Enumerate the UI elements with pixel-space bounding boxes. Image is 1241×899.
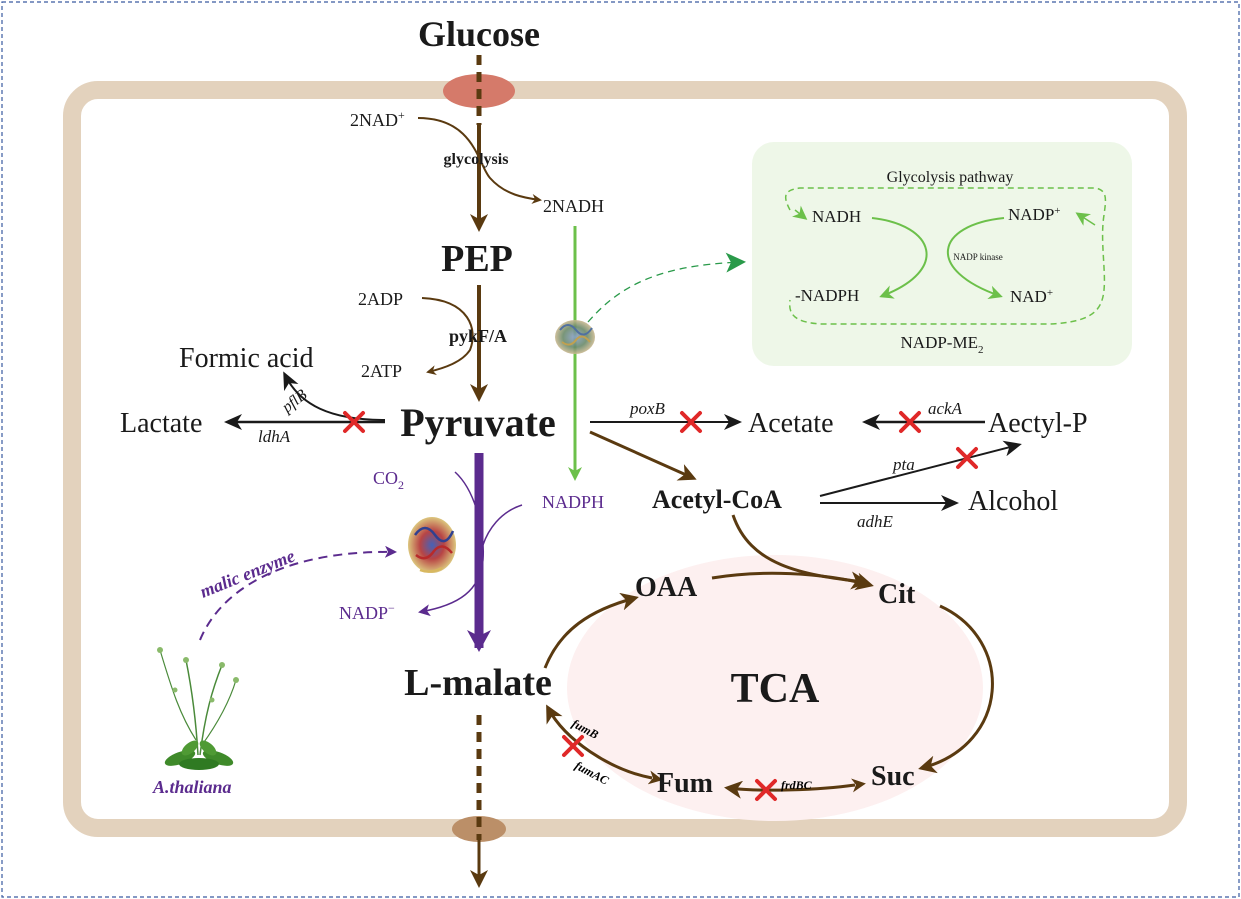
gene-frdbc: frdBC [781, 778, 813, 792]
knockout-fum-icon [562, 735, 584, 757]
malate-to-oaa-arrow [543, 592, 639, 669]
panel-kinase: NADP kinase [953, 252, 1002, 262]
gene-ldha: ldhA [258, 427, 291, 446]
co2-label: CO2 [373, 468, 404, 492]
malic-enzyme-arrow [199, 545, 397, 641]
nadp-to-nad-arrow [947, 217, 1005, 300]
glucose-label: Glucose [418, 14, 540, 54]
panel-nad: NAD+ [1010, 287, 1053, 306]
l-malate-label: L-malate [404, 662, 552, 704]
oaa-to-cit-arrow [711, 571, 874, 591]
enzyme-to-panel-arrow [587, 252, 746, 323]
panel-nadp: NADP+ [1008, 205, 1061, 224]
acetyl-p-label: Aectyl-P [988, 408, 1088, 439]
acetyl-coa-label: Acetyl-CoA [652, 485, 782, 514]
nadph-label: NADPH [542, 492, 604, 512]
panel-nadp-arrowhead [1075, 212, 1096, 226]
cit-label: Cit [878, 579, 916, 610]
nadp-me-protein-icon [555, 320, 595, 354]
glycolysis-label: glycolysis [444, 151, 509, 168]
pyruvate-to-acetylcoa-arrow [589, 430, 697, 481]
knockout-ldha-pflb-icon [343, 411, 365, 433]
lactate-label: Lactate [120, 408, 202, 439]
suc-label: Suc [871, 761, 915, 792]
malic-enzyme-protein-icon [408, 517, 456, 573]
tca-cycle-area [567, 555, 983, 821]
pyruvate-label: Pyruvate [400, 400, 556, 445]
gene-pflb: pflB [278, 386, 310, 417]
malate-exporter [452, 816, 506, 842]
nadph-to-nadp-arrow [418, 471, 484, 617]
nadp-label: NADP− [339, 601, 395, 623]
gene-pta: pta [892, 455, 915, 474]
nadh-to-nadph-arrow [871, 217, 928, 299]
panel-title: Glycolysis pathway [887, 169, 1014, 186]
nad-to-nadh-arrow [417, 117, 542, 204]
nadph-regeneration-panel [752, 142, 1132, 366]
pykfa-label: pykF/A [449, 326, 507, 346]
panel-bottom-label: NADP-ME2 [901, 333, 984, 356]
gene-adhe: adhE [857, 512, 894, 531]
acetate-label: Acetate [748, 408, 834, 439]
pyruvate-to-formic-arrow [283, 371, 386, 421]
malic-enzyme-label: malic enzyme [197, 546, 298, 602]
knockout-pta-icon [956, 447, 978, 469]
cell-membrane [63, 81, 1187, 837]
nadph-input-line [482, 504, 523, 546]
knockout-poxb-icon [680, 411, 702, 433]
knockout-marks [343, 411, 978, 801]
pep-label: PEP [441, 238, 513, 280]
a-thaliana-label: A.thaliana [152, 777, 232, 797]
suc-fum-arrow [724, 778, 866, 799]
oaa-label: OAA [635, 572, 698, 603]
adp-to-atp-arrow [421, 297, 474, 376]
panel-nadh-arrowhead [792, 205, 808, 220]
formic-acid-label: Formic acid [179, 343, 314, 374]
panel-nadh: NADH [812, 207, 861, 226]
tca-label: TCA [731, 666, 820, 712]
acetylcoa-to-acetylp-arrow [819, 440, 1022, 497]
fum-malate-arrow [546, 704, 663, 785]
knockout-acka-icon [899, 411, 921, 433]
knockout-frdbc-icon [755, 779, 777, 801]
gene-acka: ackA [928, 399, 963, 418]
fum-label: Fum [657, 768, 713, 799]
cit-to-suc-arrow [918, 604, 994, 774]
panel-nadph: -NADPH [795, 286, 859, 305]
nad-label: 2NAD+ [350, 108, 405, 130]
atp-label: 2ATP [361, 361, 402, 381]
gene-poxb: poxB [629, 399, 666, 418]
panel-cycle-dashed [784, 187, 1107, 325]
alcohol-label: Alcohol [968, 486, 1058, 517]
arabidopsis-plant-icon [157, 647, 239, 770]
adp-label: 2ADP [358, 289, 403, 309]
nadh-label: 2NADH [543, 196, 604, 216]
